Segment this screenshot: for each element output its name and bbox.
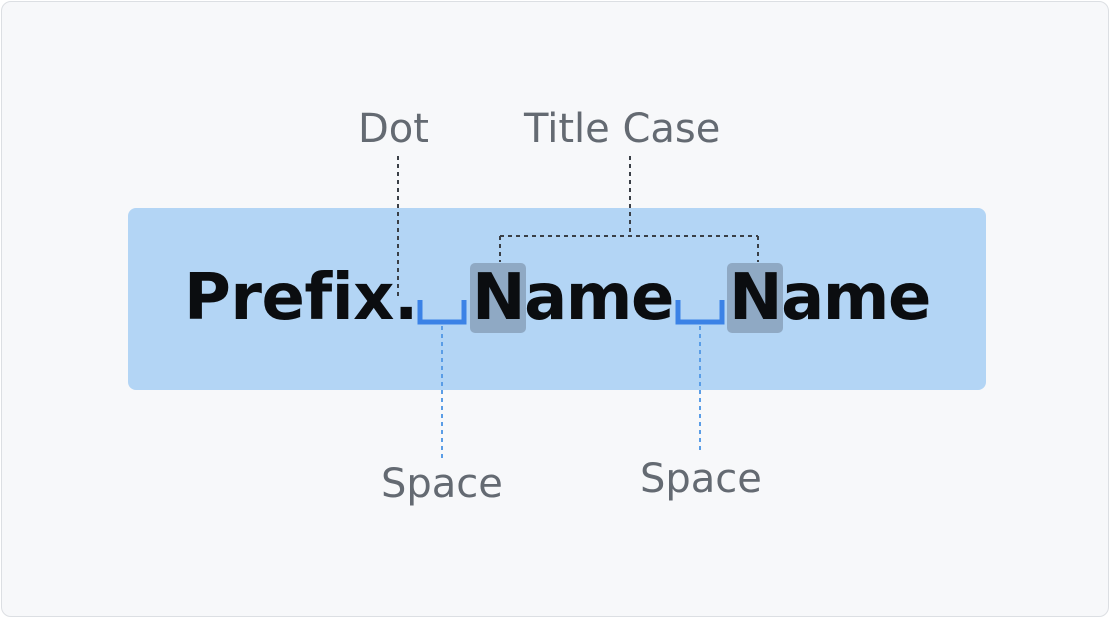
first-letter-highlight-1 [470, 263, 526, 333]
title-case-label: Title Case [524, 106, 721, 152]
dot-label: Dot [358, 106, 429, 152]
title-case-bracket [499, 156, 759, 262]
name-word-2: Name [729, 261, 931, 335]
identifier-band [128, 208, 986, 390]
name-word-1: Name [472, 261, 674, 335]
prefix-word: Prefix. [184, 261, 418, 335]
space-marker-2 [675, 300, 725, 325]
space-label-1: Space [381, 461, 503, 507]
first-letter-highlight-2 [727, 263, 783, 333]
space-marker-1 [417, 300, 467, 325]
space-label-2: Space [640, 456, 762, 502]
